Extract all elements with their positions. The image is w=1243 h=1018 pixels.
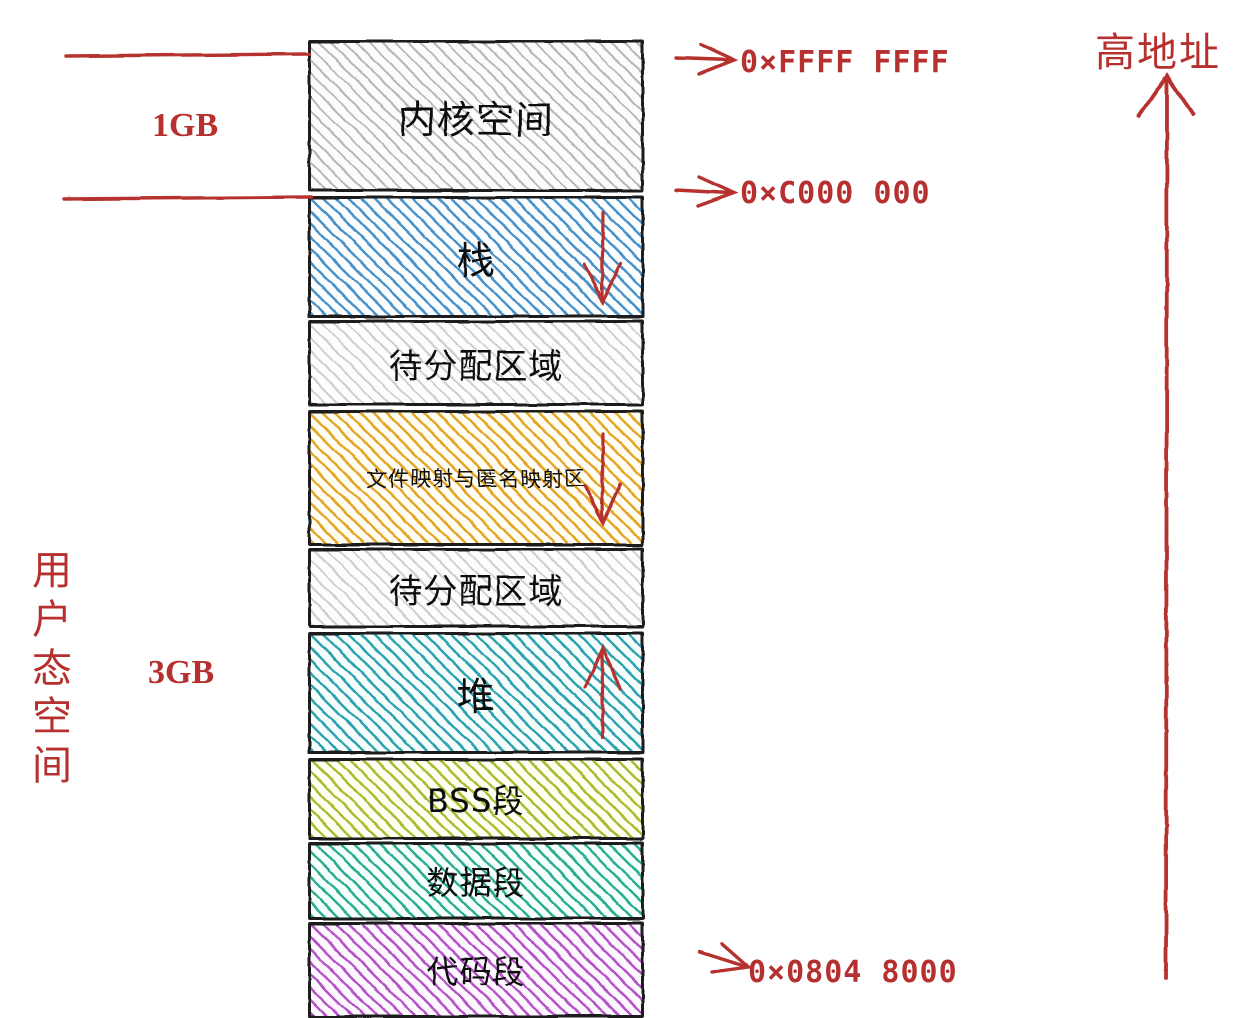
memory-block: 堆	[308, 632, 644, 754]
growth-arrow-up	[583, 644, 622, 739]
address-arrow-text-head	[710, 942, 752, 974]
memory-block: 栈	[308, 196, 644, 318]
memory-block-label: 待分配区域	[388, 346, 564, 387]
memory-block: 待分配区域	[308, 320, 644, 406]
address-arrow-kernel-shaft	[674, 188, 732, 195]
memory-block-label: 内核空间	[397, 97, 554, 142]
gb-guide-line-top	[64, 52, 312, 58]
growth-arrow-down	[583, 211, 622, 306]
memory-block: 代码段	[308, 922, 644, 1018]
address-label-kernel-base: 0×C000 000	[740, 176, 931, 211]
memory-block: 内核空间	[308, 40, 644, 192]
high-address-label: 高地址	[1095, 30, 1221, 76]
memory-block-label: 文件映射与匿名映射区	[366, 467, 586, 491]
memory-block-label: 堆	[456, 674, 496, 719]
high-address-arrow-shaft	[1164, 78, 1169, 980]
memory-block: 待分配区域	[308, 548, 644, 628]
memory-block: 数据段	[308, 842, 644, 920]
size-label-kernel: 1GB	[152, 107, 219, 144]
side-label-user-space: 用户态空间	[32, 548, 72, 790]
address-arrow-top-head	[697, 42, 739, 76]
memory-block-label: 代码段	[426, 953, 526, 991]
memory-block-label: BSS段	[426, 782, 526, 820]
size-label-user: 3GB	[148, 654, 215, 691]
address-arrow-text-shaft	[698, 950, 746, 968]
address-arrow-kernel-head	[696, 175, 739, 208]
memory-block-label: 数据段	[426, 864, 526, 902]
gb-guide-line-middle	[62, 195, 314, 201]
high-address-arrow-head	[1137, 72, 1195, 118]
address-label-top: 0×FFFF FFFF	[740, 45, 950, 80]
memory-block-label: 栈	[456, 238, 496, 283]
memory-block: 文件映射与匿名映射区	[308, 410, 644, 546]
address-label-text-base: 0×0804 8000	[748, 955, 958, 990]
memory-block-label: 待分配区域	[388, 571, 564, 612]
address-arrow-top-shaft	[674, 56, 732, 62]
memory-block: BSS段	[308, 758, 644, 840]
